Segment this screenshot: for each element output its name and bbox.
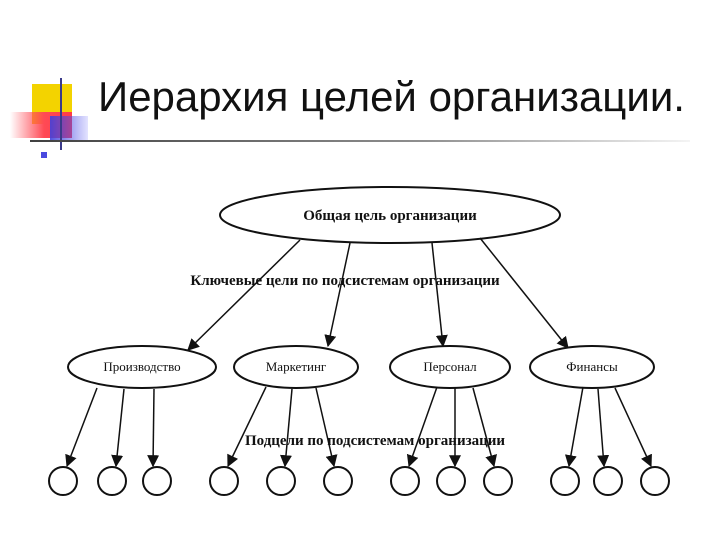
subgoal-node — [97, 466, 127, 496]
subgoal-node — [209, 466, 239, 496]
subsystem-label: Производство — [103, 359, 180, 374]
arrow-subsystem-to-subgoal — [111, 388, 125, 468]
subsystem-label: Персонал — [423, 359, 477, 374]
subsystem-label: Маркетинг — [266, 359, 327, 374]
subsystem-node: Финансы — [529, 345, 655, 389]
subgoal-node — [593, 466, 623, 496]
subsystem-node: Персонал — [389, 345, 511, 389]
subsystem-ellipse — [529, 345, 655, 389]
arrow-subsystem-to-subgoal — [147, 388, 160, 468]
arrow-subsystem-to-subgoal — [280, 388, 293, 468]
arrow-subsystem-to-subgoal — [65, 387, 98, 468]
arrow-subsystem-to-subgoal — [472, 387, 497, 468]
subsystem-node: Маркетинг — [233, 345, 359, 389]
arrow-subsystem-to-subgoal — [227, 386, 267, 468]
key-goals-caption: Ключевые цели по подсистемам организации — [190, 273, 500, 289]
arrow-subsystem-to-subgoal — [406, 386, 438, 468]
subsystem-ellipse — [389, 345, 511, 389]
subgoal-nodes — [48, 466, 670, 496]
decor-blue-bar — [50, 116, 88, 142]
subgoal-node — [550, 466, 580, 496]
subgoals-caption: Подцели по подсистемам организации — [245, 433, 505, 449]
subgoal-node — [323, 466, 353, 496]
arrow-root-to-subsystem-4 — [479, 237, 569, 349]
root-goal-label: Общая цель организации — [303, 208, 477, 224]
arrow-root-to-subsystem-1 — [187, 239, 301, 351]
arrow-subsystem-to-subgoal — [315, 387, 338, 468]
subsystem-label: Финансы — [566, 359, 618, 374]
subgoal-node — [142, 466, 172, 496]
subgoal-node — [390, 466, 420, 496]
arrow-root-to-subsystem-3 — [431, 242, 448, 348]
subsystem-nodes: Производство Маркетинг Персонал Финансы — [67, 345, 655, 389]
arrow-subsystem-to-subgoal — [614, 387, 652, 468]
slide-title: Иерархия целей организации. — [98, 73, 685, 120]
subgoal-node — [436, 466, 466, 496]
subgoal-node — [48, 466, 78, 496]
arrow-root-to-subsystem-2 — [324, 242, 351, 348]
edges-root-to-subsystems — [187, 237, 569, 351]
subsystem-ellipse — [67, 345, 217, 389]
subsystem-node: Производство — [67, 345, 217, 389]
subgoal-node — [266, 466, 296, 496]
decor-vertical-line — [60, 78, 62, 150]
arrow-subsystem-to-subgoal — [564, 386, 584, 468]
decor-small-square — [41, 152, 47, 158]
subsystem-ellipse — [233, 345, 359, 389]
title-underline — [30, 140, 690, 142]
subgoal-node — [640, 466, 670, 496]
subgoal-node — [483, 466, 513, 496]
edges-subsystems-to-subgoals — [65, 386, 652, 468]
arrow-subsystem-to-subgoal — [597, 388, 610, 468]
root-goal-node: Общая цель организации — [219, 186, 561, 244]
